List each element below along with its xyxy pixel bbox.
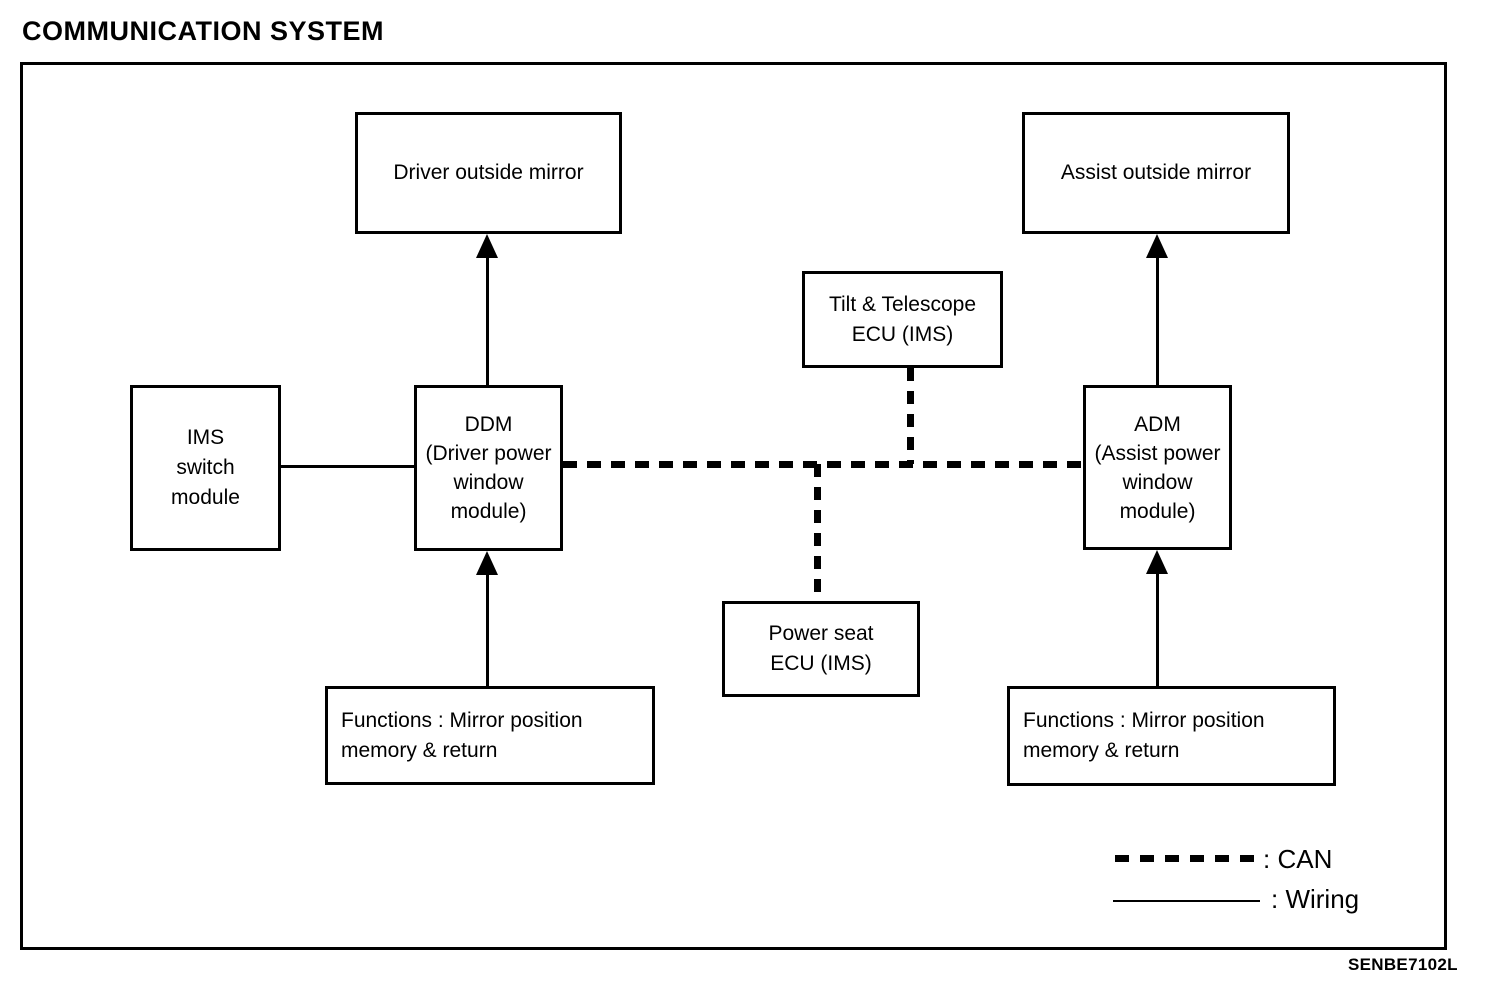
node-ddm-driver-power-window-module: DDM (Driver power window module) — [414, 385, 563, 551]
legend-can-label: : CAN — [1263, 844, 1333, 874]
can-branch-power-seat — [814, 464, 821, 601]
node-label: Assist outside mirror — [1060, 161, 1252, 184]
legend-wiring-label: : Wiring — [1271, 884, 1360, 914]
node-assist-outside-mirror: Assist outside mirror — [1022, 112, 1290, 234]
legend-can-line-sample — [1115, 855, 1261, 862]
node-functions-assist: Functions : Mirror position memory & ret… — [1007, 686, 1336, 786]
arrowhead-up-icon — [1146, 234, 1168, 258]
node-label: ADM (Assist power window module) — [1094, 412, 1221, 523]
node-label: IMS switch module — [171, 426, 240, 509]
node-power-seat-ecu: Power seat ECU (IMS) — [722, 601, 920, 697]
node-label: Tilt & Telescope ECU (IMS) — [828, 292, 977, 346]
can-branch-tilt-telescope — [907, 368, 914, 464]
can-bus-ddm-to-adm — [563, 461, 1083, 468]
wire-functions-to-adm — [1156, 570, 1159, 686]
node-functions-driver: Functions : Mirror position memory & ret… — [325, 686, 655, 785]
wire-ims-switch-to-ddm — [281, 465, 414, 468]
arrowhead-up-icon — [476, 234, 498, 258]
arrowhead-up-icon — [476, 551, 498, 575]
node-label: Functions : Mirror position memory & ret… — [1023, 709, 1265, 762]
node-label: DDM (Driver power window module) — [425, 413, 552, 523]
arrowhead-up-icon — [1146, 550, 1168, 574]
page-title: COMMUNICATION SYSTEM — [22, 16, 384, 46]
node-adm-assist-power-window-module: ADM (Assist power window module) — [1083, 385, 1232, 550]
legend-wiring-line-sample — [1113, 900, 1260, 902]
node-label: Functions : Mirror position memory & ret… — [341, 708, 583, 762]
node-tilt-telescope-ecu: Tilt & Telescope ECU (IMS) — [802, 271, 1003, 368]
node-label: Power seat ECU (IMS) — [768, 622, 874, 675]
wire-adm-to-assist-mirror — [1156, 254, 1159, 387]
wire-functions-to-ddm — [486, 571, 489, 686]
node-driver-outside-mirror: Driver outside mirror — [355, 112, 622, 234]
figure-code: SENBE7102L — [1348, 955, 1458, 974]
node-ims-switch-module: IMS switch module — [130, 385, 281, 551]
wire-ddm-to-driver-mirror — [486, 254, 489, 387]
node-label: Driver outside mirror — [393, 161, 584, 184]
